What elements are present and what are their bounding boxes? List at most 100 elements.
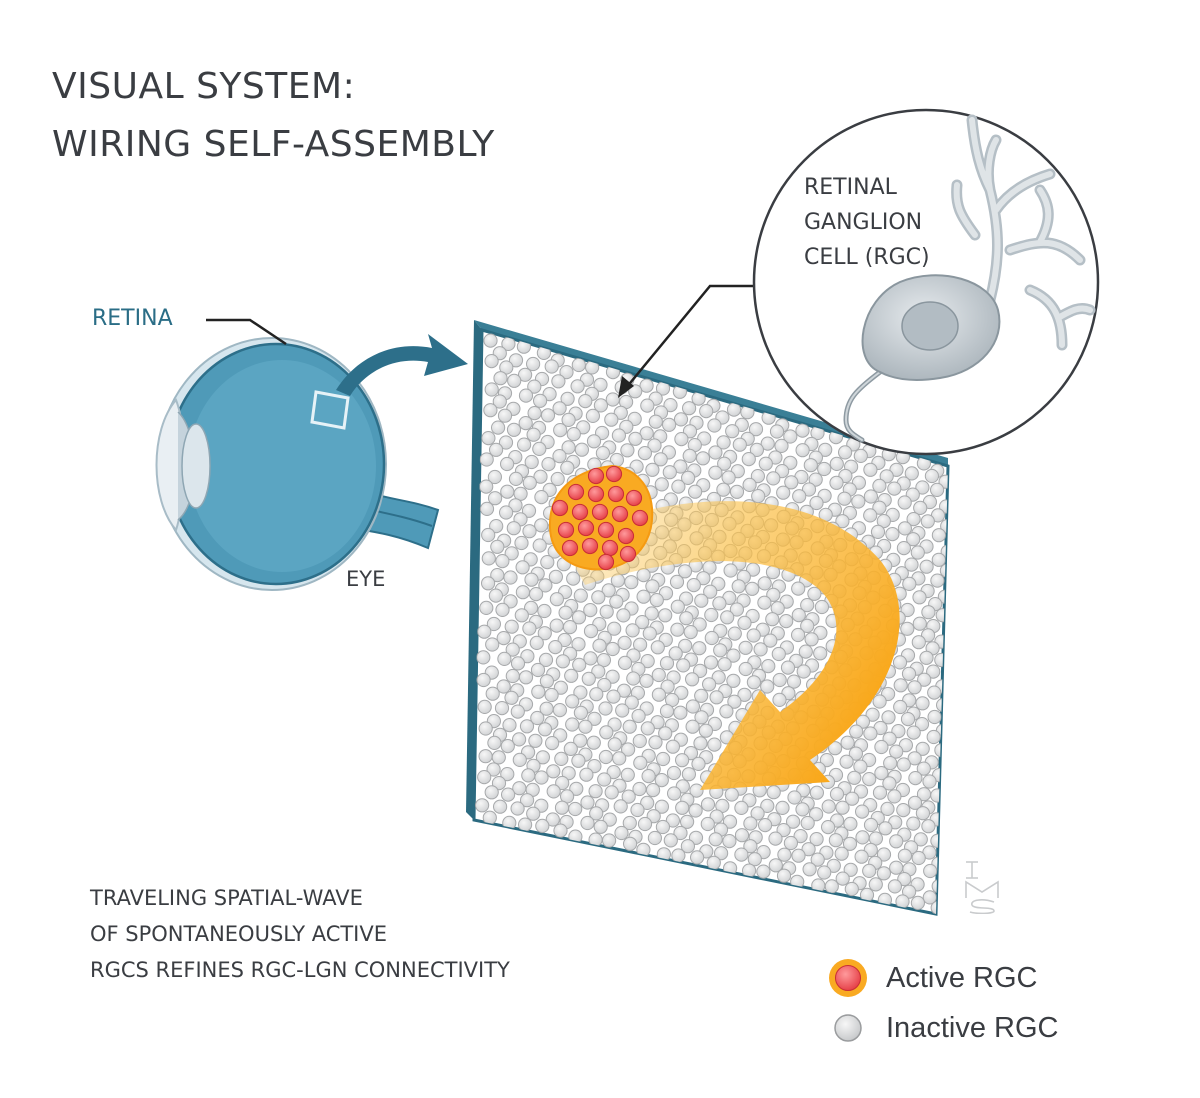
inactive-rgc [915, 480, 930, 495]
inactive-rgc [741, 452, 756, 467]
caption-line-1: TRAVELING SPATIAL-WAVE [90, 886, 363, 910]
active-rgc [597, 521, 615, 539]
inactive-rgc [879, 469, 894, 484]
inactive-rgc [809, 495, 824, 511]
inactive-rgc [522, 475, 537, 490]
inactive-rgc [484, 785, 499, 800]
inactive-rgc [680, 839, 696, 854]
inactive-rgc [624, 575, 639, 590]
eye-label: EYE [346, 567, 386, 591]
inactive-rgc [766, 587, 781, 602]
inactive-rgc [517, 437, 532, 452]
inactive-rgc [915, 696, 930, 711]
inactive-rgc [611, 428, 627, 443]
inactive-rgc [604, 412, 619, 427]
inactive-rgc [681, 470, 696, 485]
inactive-rgc [777, 847, 792, 862]
inactive-rgc [787, 790, 802, 805]
inactive-rgc [490, 539, 505, 554]
inactive-rgc [592, 638, 607, 653]
inactive-rgc [647, 438, 662, 453]
inactive-rgc [558, 605, 573, 620]
inactive-rgc [625, 623, 640, 638]
inactive-rgc [533, 469, 548, 484]
inactive-rgc [533, 393, 548, 408]
inactive-rgc [655, 819, 671, 835]
inactive-rgc [663, 833, 678, 848]
inactive-rgc [834, 846, 849, 861]
inactive-rgc [721, 470, 736, 485]
inactive-rgc [633, 637, 648, 652]
inactive-rgc [840, 735, 855, 750]
inactive-rgc [668, 646, 683, 661]
inactive-rgc [666, 765, 682, 781]
active-rgc [611, 505, 629, 523]
inactive-rgc [931, 879, 946, 894]
inactive-rgc [691, 756, 706, 772]
inactive-rgc [518, 388, 534, 403]
inactive-rgc [571, 357, 586, 373]
inactive-rgc [665, 813, 681, 828]
title-line-2: WIRING SELF-ASSEMBLY [52, 124, 495, 165]
inactive-rgc [723, 563, 738, 578]
inactive-rgc [481, 431, 496, 446]
inactive-rgc [632, 733, 647, 749]
inactive-rgc [640, 795, 655, 811]
inactive-rgc [566, 571, 581, 586]
inactive-rgc [756, 864, 771, 879]
inactive-rgc [704, 607, 719, 623]
inactive-rgc [722, 834, 737, 849]
rgc-neuron [843, 114, 1096, 443]
legend-active-rgc: Active RGC [828, 958, 1037, 998]
inactive-rgc [763, 633, 778, 648]
inactive-rgc [824, 879, 839, 894]
inactive-rgc [595, 446, 611, 461]
inactive-rgc [694, 688, 709, 703]
inactive-rgc [518, 670, 534, 685]
inactive-rgc [725, 424, 740, 439]
inactive-rgc [887, 879, 903, 894]
inactive-rgc [896, 757, 911, 772]
inactive-rgc [681, 767, 697, 782]
inactive-rgc [897, 521, 913, 536]
ims-signature-logo [965, 861, 999, 914]
inactive-rgc [552, 449, 567, 464]
inactive-rgc [493, 799, 508, 814]
inactive-rgc [911, 850, 926, 866]
inactive-rgc [719, 704, 734, 719]
inactive-rgc [913, 500, 928, 515]
inactive-rgc [583, 624, 599, 639]
inactive-rgc [519, 719, 535, 734]
inactive-rgc [477, 699, 492, 715]
inactive-rgc [897, 848, 913, 863]
inactive-rgc [685, 719, 700, 734]
inactive-rgc [546, 784, 561, 799]
inactive-rgc [897, 872, 912, 887]
inactive-rgc [662, 417, 677, 432]
inactive-rgc [758, 456, 773, 471]
inactive-rgc [598, 701, 613, 716]
inactive-rgc [553, 680, 569, 695]
inactive-rgc [540, 555, 555, 570]
inactive-rgc [783, 835, 799, 851]
inactive-rgc [828, 741, 843, 756]
inactive-rgc [583, 603, 598, 618]
active-rgc [631, 509, 649, 527]
inactive-rgc [518, 367, 533, 382]
inactive-rgc [688, 484, 703, 499]
inactive-rgc [662, 465, 677, 480]
inactive-rgc [534, 490, 549, 505]
inactive-rgc [578, 719, 593, 734]
inactive-rgc [835, 871, 850, 886]
rgc-label: RETINAL GANGLION CELL (RGC) [804, 170, 930, 275]
inactive-rgc [742, 477, 757, 492]
inactive-rgc [515, 560, 530, 575]
inactive-rgc [570, 379, 585, 394]
inactive-rgc [654, 773, 669, 788]
inactive-rgc [654, 799, 670, 814]
inactive-rgc [658, 608, 673, 623]
inactive-rgc [889, 860, 904, 875]
inactive-rgc [520, 649, 535, 664]
retina-leader-line [206, 318, 287, 346]
inactive-rgc [774, 438, 789, 453]
